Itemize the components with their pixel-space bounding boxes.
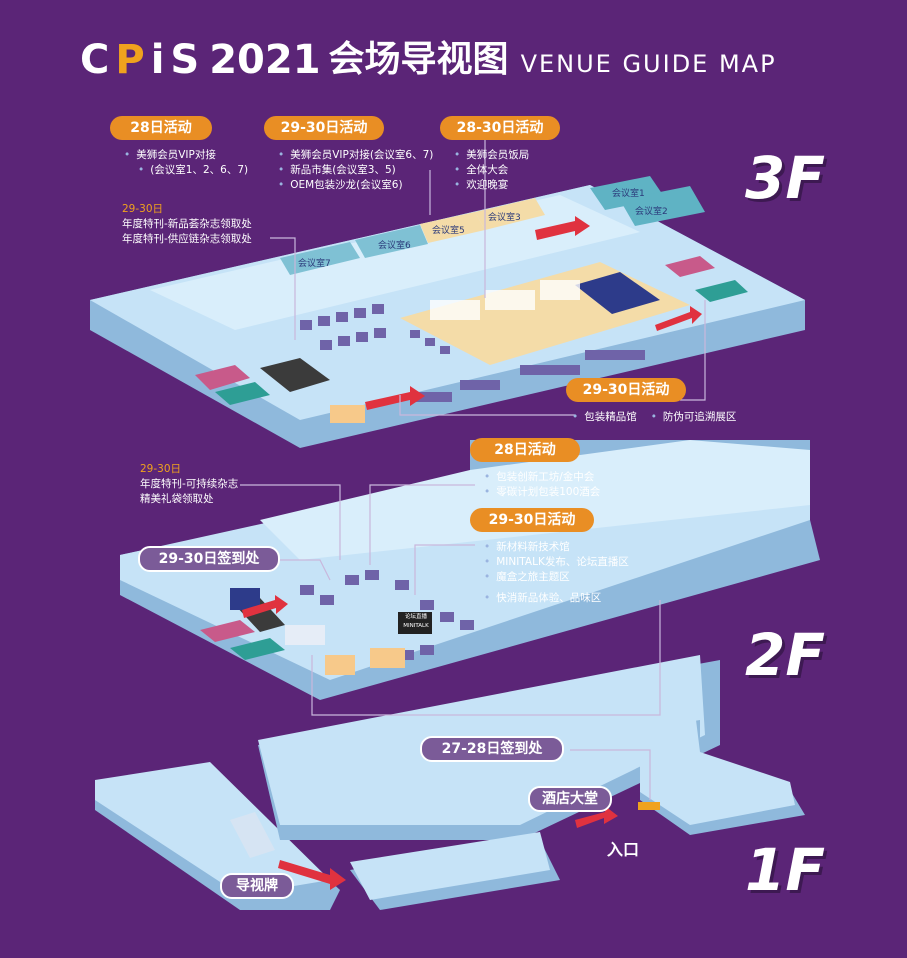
floor-label-1f: 1F xyxy=(745,836,825,904)
f3-tag-2930-b: 29-30日活动 xyxy=(566,378,686,402)
title-en: VENUE GUIDE MAP xyxy=(520,50,777,78)
f1-signin-tag: 27-28日签到处 xyxy=(420,736,564,762)
room-label: 会议室3 xyxy=(488,213,521,223)
floor-2f-plate xyxy=(120,440,820,700)
room-label: 会议室6 xyxy=(378,241,411,251)
list-item: 魔盒之旅主题区 xyxy=(484,570,629,585)
f3-list-2830: 美狮会员饭局 全体大会 欢迎晚宴 xyxy=(454,148,529,193)
pickup-line: 年度特刊-可持续杂志 xyxy=(140,478,239,490)
pickup-line: 年度特刊-供应链杂志领取处 xyxy=(122,233,252,245)
room-label: 会议室5 xyxy=(432,226,465,236)
list-item: 包装精品馆 xyxy=(572,410,637,425)
f3-list-2930: 美狮会员VIP对接(会议室6、7) 新品市集(会议室3、5) OEM包装沙龙(会… xyxy=(278,148,433,193)
list-item: 美狮会员VIP对接(会议室6、7) xyxy=(278,148,433,163)
list-item: 快消新品体验、品味区 xyxy=(484,591,629,606)
f3-list-28: 美狮会员VIP对接 (会议室1、2、6、7) xyxy=(124,148,248,178)
f3-pickup-note: 29-30日 年度特刊-新品荟杂志领取处 年度特刊-供应链杂志领取处 xyxy=(122,202,252,247)
list-item: 全体大会 xyxy=(454,163,529,178)
list-item: 美狮会员饭局 xyxy=(454,148,529,163)
title-year: 2021 xyxy=(209,37,321,83)
minitalk-line: 论坛直播 xyxy=(404,614,427,620)
list-item: 包装创新工坊/金中会 xyxy=(484,470,600,485)
list-item: 防伪可追溯展区 xyxy=(651,410,737,425)
list-item: (会议室1、2、6、7) xyxy=(124,163,248,178)
list-item: OEM包装沙龙(会议室6) xyxy=(278,178,433,193)
entrance-label: 入口 xyxy=(607,840,640,859)
floor-label-2f: 2F xyxy=(745,621,825,689)
lobby-tag: 酒店大堂 xyxy=(528,786,612,812)
leader-lines xyxy=(240,140,706,800)
list-item: 零碳计划包装100酒会 xyxy=(484,485,600,500)
floor-3f-plate xyxy=(90,176,805,448)
list-item: MINITALK发布、论坛直播区 xyxy=(484,555,629,570)
f3-tag-2830: 28-30日活动 xyxy=(440,116,560,140)
f2-tag-28: 28日活动 xyxy=(470,438,580,462)
pickup-line: 精美礼袋领取处 xyxy=(140,493,214,505)
pickup-line: 年度特刊-新品荟杂志领取处 xyxy=(122,218,252,230)
pickup-date: 29-30日 xyxy=(122,203,164,215)
f2-list-28: 包装创新工坊/金中会 零碳计划包装100酒会 xyxy=(484,470,600,500)
f3-tag-2930: 29-30日活动 xyxy=(264,116,384,140)
f2-list-2930: 新材料新技术馆 MINITALK发布、论坛直播区 魔盒之旅主题区 快消新品体验、… xyxy=(484,540,629,606)
f2-tag-2930: 29-30日活动 xyxy=(470,508,594,532)
page-title: CPiS 2021 会场导视图 VENUE GUIDE MAP xyxy=(80,38,777,82)
f3-list-2930-b: 包装精品馆 防伪可追溯展区 xyxy=(572,410,736,425)
room-label: 会议室1 xyxy=(612,189,645,199)
cpis-logo: CPiS xyxy=(80,37,206,83)
f3-tag-28: 28日活动 xyxy=(110,116,212,140)
list-item: 新材料新技术馆 xyxy=(484,540,629,555)
title-cn: 会场导视图 xyxy=(328,39,509,80)
f2-pickup-note: 29-30日 年度特刊-可持续杂志 精美礼袋领取处 xyxy=(140,462,238,507)
list-item: 新品市集(会议室3、5) xyxy=(278,163,433,178)
room-label: 会议室2 xyxy=(635,207,668,217)
list-item: 美狮会员VIP对接 xyxy=(124,148,248,163)
minitalk-sign: 论坛直播 MINITALK xyxy=(399,613,433,631)
f2-signin-tag: 29-30日签到处 xyxy=(138,546,280,572)
guide-sign-tag: 导视牌 xyxy=(220,873,294,899)
room-label: 会议室7 xyxy=(298,259,331,269)
minitalk-line: MINITALK xyxy=(403,623,429,629)
list-item: 欢迎晚宴 xyxy=(454,178,529,193)
floor-label-3f: 3F xyxy=(745,144,825,212)
floor-1f-plate xyxy=(95,655,805,910)
pickup-date: 29-30日 xyxy=(140,463,182,475)
